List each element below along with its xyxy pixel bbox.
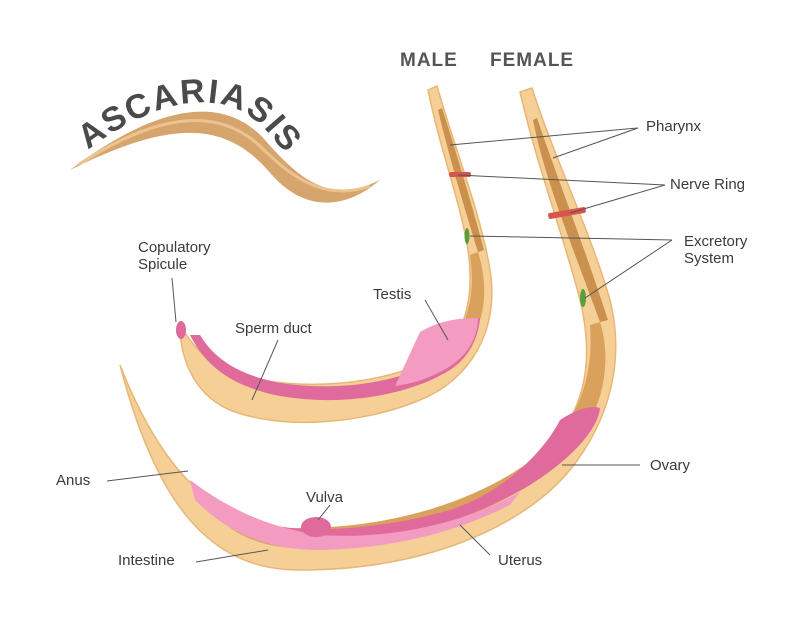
female-intestine bbox=[200, 322, 606, 548]
pharynx-line-male bbox=[449, 127, 639, 146]
copulatory-line bbox=[171, 277, 177, 323]
testis-line bbox=[424, 299, 449, 341]
male-excretory-pore bbox=[464, 228, 470, 244]
label-ovary: Ovary bbox=[650, 457, 691, 474]
male-nerve-ring bbox=[449, 172, 471, 177]
excretory-line-female bbox=[584, 239, 673, 299]
male-copulatory-spicule bbox=[176, 321, 186, 339]
label-copulatory: Copulatory bbox=[138, 239, 211, 256]
uterus-line bbox=[459, 524, 491, 556]
label-intestine: Intestine bbox=[118, 552, 175, 569]
nerve-ring-line-male bbox=[457, 174, 666, 186]
vulva-line bbox=[317, 504, 331, 521]
label-spicule: Spicule bbox=[138, 256, 187, 273]
label-uterus: Uterus bbox=[498, 552, 542, 569]
female-header: FEMALE bbox=[490, 50, 574, 71]
nerve-ring-line-female bbox=[569, 184, 666, 214]
label-pharynx: Pharynx bbox=[646, 118, 702, 135]
male-pharynx bbox=[438, 108, 484, 252]
label-sperm-duct: Sperm duct bbox=[235, 320, 313, 337]
female-uterus bbox=[190, 480, 520, 550]
label-anus: Anus bbox=[56, 472, 90, 489]
male-worm bbox=[176, 84, 493, 424]
female-pharynx bbox=[533, 118, 608, 322]
label-testis: Testis bbox=[373, 286, 411, 303]
sperm-duct-line bbox=[251, 339, 279, 401]
leader-lines bbox=[106, 127, 673, 563]
female-nerve-ring bbox=[548, 207, 586, 219]
female-worm bbox=[119, 87, 617, 571]
pharynx-line-female bbox=[552, 127, 639, 159]
male-header: MALE bbox=[400, 50, 458, 71]
title-worm-highlight bbox=[77, 119, 371, 193]
female-body bbox=[119, 87, 617, 571]
excretory-line-male bbox=[469, 235, 673, 241]
label-nerve-ring: Nerve Ring bbox=[670, 176, 745, 193]
male-testis bbox=[395, 318, 478, 386]
intestine-line bbox=[195, 549, 269, 563]
anus-line bbox=[106, 470, 189, 482]
male-body bbox=[179, 84, 493, 424]
label-vulva: Vulva bbox=[306, 489, 344, 506]
female-excretory-pore bbox=[580, 289, 586, 307]
label-excretory: Excretory bbox=[684, 233, 748, 250]
label-excretory-system: System bbox=[684, 250, 734, 267]
female-vulva bbox=[301, 517, 331, 537]
